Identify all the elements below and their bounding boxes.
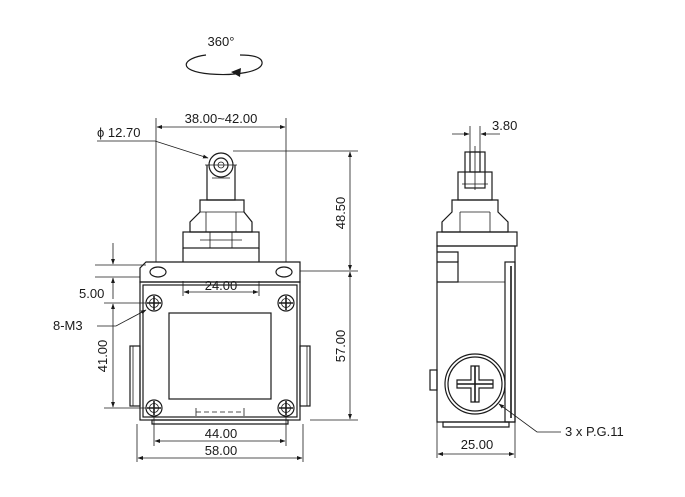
dim-inner-width-label: 24.00 <box>205 278 238 293</box>
dim-hole-pitch-v-label: 41.00 <box>95 340 110 373</box>
dim-roller-diameter: ϕ 12.70 <box>97 125 209 159</box>
dim-cable-entry-label: 3 x P.G.11 <box>565 424 624 439</box>
screw-hole-br <box>277 399 295 417</box>
roller <box>205 152 237 178</box>
dim-plunger-width: 3.80 <box>452 118 517 152</box>
dim-hole-pitch-v: 41.00 <box>95 302 146 409</box>
dim-mount-offset-label: 5.00 <box>79 286 104 301</box>
dim-plunger-width-label: 3.80 <box>492 118 517 133</box>
dim-inner-width: 24.00 <box>182 278 260 296</box>
dim-hole-label-text: 8-M3 <box>53 318 83 333</box>
dim-actuator-height-label: 48.50 <box>333 197 348 230</box>
dim-body-height-label: 57.00 <box>333 330 348 363</box>
dim-depth: 25.00 <box>436 422 516 458</box>
dim-cable-entry: 3 x P.G.11 <box>498 403 624 439</box>
dim-hole-label: 8-M3 <box>53 309 147 333</box>
screw-hole-tr <box>277 294 295 312</box>
switch-body <box>129 281 311 425</box>
screw-hole-bl <box>145 399 163 417</box>
mounting-flange <box>139 248 301 283</box>
side-plunger <box>436 146 518 247</box>
dim-overall-width-label: 58.00 <box>205 443 238 458</box>
dim-mount-offset: 5.00 <box>79 243 146 301</box>
dim-adjust-range-label: 38.00~42.00 <box>185 111 258 126</box>
screw-hole-tl <box>145 294 163 312</box>
side-cable-entry <box>444 353 506 415</box>
side-view: 3.80 25.00 3 x P.G.11 <box>429 118 624 458</box>
rotation-label: 360° <box>208 34 235 49</box>
side-body <box>429 245 516 428</box>
rotation-symbol: 360° <box>185 34 263 77</box>
dim-body-height: 57.00 <box>310 271 358 421</box>
dim-hole-pitch-h: 44.00 <box>153 416 287 446</box>
front-view: 38.00~42.00 ϕ 12.70 48.50 57.00 5.00 <box>53 111 358 462</box>
dim-depth-label: 25.00 <box>461 437 494 452</box>
dim-roller-diameter-label: ϕ 12.70 <box>97 125 140 140</box>
dim-adjust-range: 38.00~42.00 <box>155 111 287 262</box>
dim-hole-pitch-h-label: 44.00 <box>205 426 238 441</box>
dim-actuator-height: 48.50 <box>233 150 358 272</box>
plunger-head <box>182 165 260 249</box>
dim-overall-width: 58.00 <box>136 424 304 462</box>
